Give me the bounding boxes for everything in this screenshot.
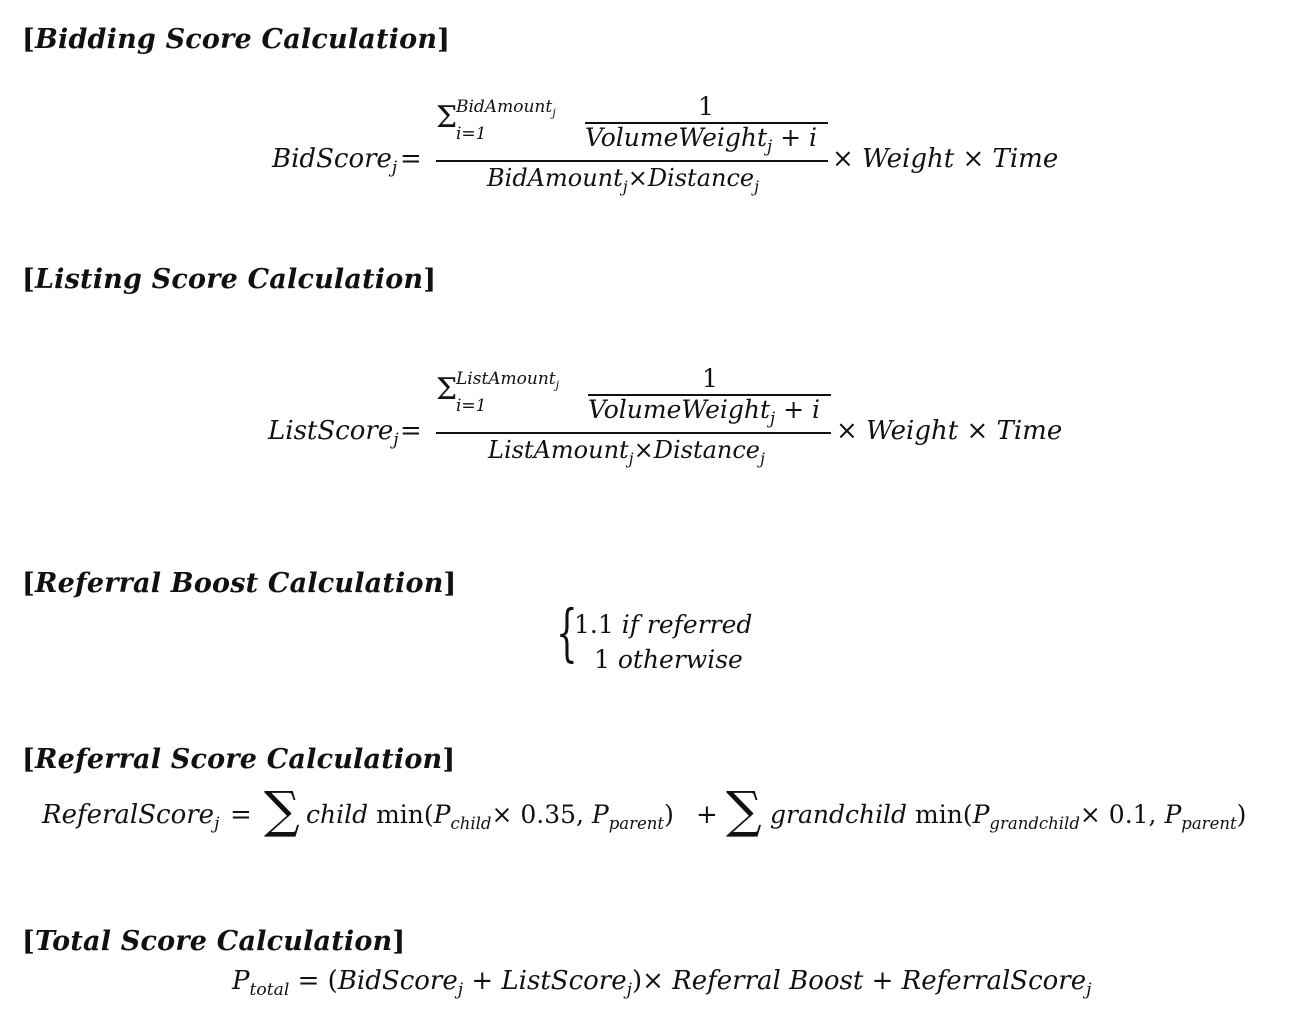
heading-referral-boost: [Referral Boost Calculation] xyxy=(22,568,457,599)
list-sum-lower: i=1 xyxy=(456,396,487,416)
list-lhs: ListScorej xyxy=(268,416,399,451)
list-tail: × Weight × Time xyxy=(836,416,1063,446)
list-inner-denominator: VolumeWeightj + i xyxy=(588,395,820,428)
bid-equals: = xyxy=(400,144,422,174)
bid-denominator: BidAmountj×Distancej xyxy=(487,164,760,196)
boost-brace: { xyxy=(556,596,578,669)
heading-bidding: [Bidding Score Calculation] xyxy=(22,24,451,55)
bid-sigma: Σ xyxy=(436,100,458,135)
list-equals: = xyxy=(400,416,422,446)
boost-case-otherwise: 1 otherwise xyxy=(594,645,743,674)
ref-term-grandchild: grandchild min(Pgrandchild× 0.1, Pparent… xyxy=(770,800,1247,833)
bid-main-fraction-bar xyxy=(436,160,828,162)
ref-plus: + xyxy=(696,800,718,830)
ref-equals: = xyxy=(230,800,252,830)
boost-case-referred: 1.1 if referred xyxy=(574,610,753,639)
bid-sum-upper: BidAmountj xyxy=(456,97,556,120)
heading-listing: [Listing Score Calculation] xyxy=(22,264,437,295)
heading-referral-score: [Referral Score Calculation] xyxy=(22,744,456,775)
bid-inner-fraction-bar xyxy=(585,122,828,124)
list-main-fraction-bar xyxy=(436,432,831,434)
ref-term-child: child min(Pchild× 0.35, Pparent) xyxy=(306,800,674,833)
ref-sigma-grandchild: ∑ xyxy=(726,781,762,839)
ref-sigma-child: ∑ xyxy=(264,781,300,839)
list-inner-numerator: 1 xyxy=(702,364,718,393)
bid-inner-numerator: 1 xyxy=(698,92,714,121)
list-inner-fraction-bar xyxy=(588,394,831,396)
ref-lhs: ReferalScorej xyxy=(42,800,220,835)
bid-sum-lower: i=1 xyxy=(456,124,487,144)
bid-tail: × Weight × Time xyxy=(832,144,1059,174)
list-sum-upper: ListAmountj xyxy=(456,369,560,392)
heading-total-score: [Total Score Calculation] xyxy=(22,926,406,957)
list-denominator: ListAmountj×Distancej xyxy=(488,436,765,468)
total-score-formula: Ptotal = (BidScorej + ListScorej)× Refer… xyxy=(232,966,1092,1001)
bid-lhs: BidScorej xyxy=(272,144,398,179)
list-sigma: Σ xyxy=(436,372,458,407)
bid-inner-denominator: VolumeWeightj + i xyxy=(585,123,817,156)
